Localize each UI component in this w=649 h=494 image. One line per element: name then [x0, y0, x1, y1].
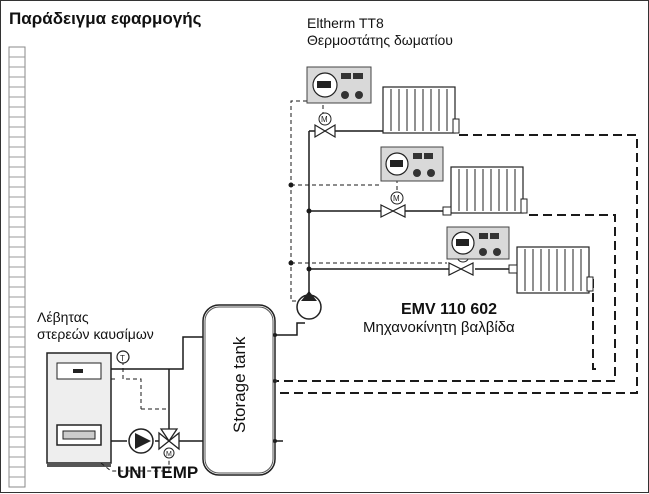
three-way-valve-icon: M [158, 428, 180, 459]
brick-wall [8, 46, 26, 488]
tank-pipes [275, 322, 305, 442]
svg-text:M: M [166, 451, 172, 458]
valve-description-label: Μηχανοκίνητη βαλβίδα [363, 319, 515, 336]
storage-tank [202, 304, 277, 476]
motorized-valve-icon: M [380, 191, 406, 218]
room-thermostat [380, 146, 444, 182]
storage-tank-label: Storage tank [230, 336, 249, 433]
wire-junction-dots [288, 182, 312, 272]
return-lines [277, 134, 638, 394]
room-thermostat [446, 226, 510, 260]
radiator [382, 86, 460, 134]
unitemp-label: UNI TEMP [117, 463, 199, 482]
radiator [508, 246, 594, 294]
boiler-label-line1: Λέβητας [37, 309, 89, 325]
thermometer-icon: T [116, 350, 130, 364]
boiler-control-wires [100, 361, 170, 472]
thermostat-description-label: Θερμοστάτης δωματίου [307, 32, 453, 48]
valve-model-label: EMV 110 602 [401, 301, 498, 318]
radiator [442, 166, 528, 216]
svg-text:M: M [321, 115, 328, 124]
room-thermostat [306, 66, 372, 104]
circulation-pump-icon [296, 291, 322, 320]
diagram-title: Παράδειγμα εφαρμογής [9, 9, 202, 28]
thermostat-model-label: Eltherm TT8 [307, 15, 384, 31]
boiler-label-line2: στερεών καυσίμων [37, 326, 154, 342]
motorized-valve-icon: M [314, 112, 336, 139]
boiler-pump-icon [128, 428, 154, 454]
solid-fuel-boiler [46, 352, 112, 467]
svg-text:T: T [120, 354, 125, 363]
svg-text:M: M [393, 194, 400, 203]
